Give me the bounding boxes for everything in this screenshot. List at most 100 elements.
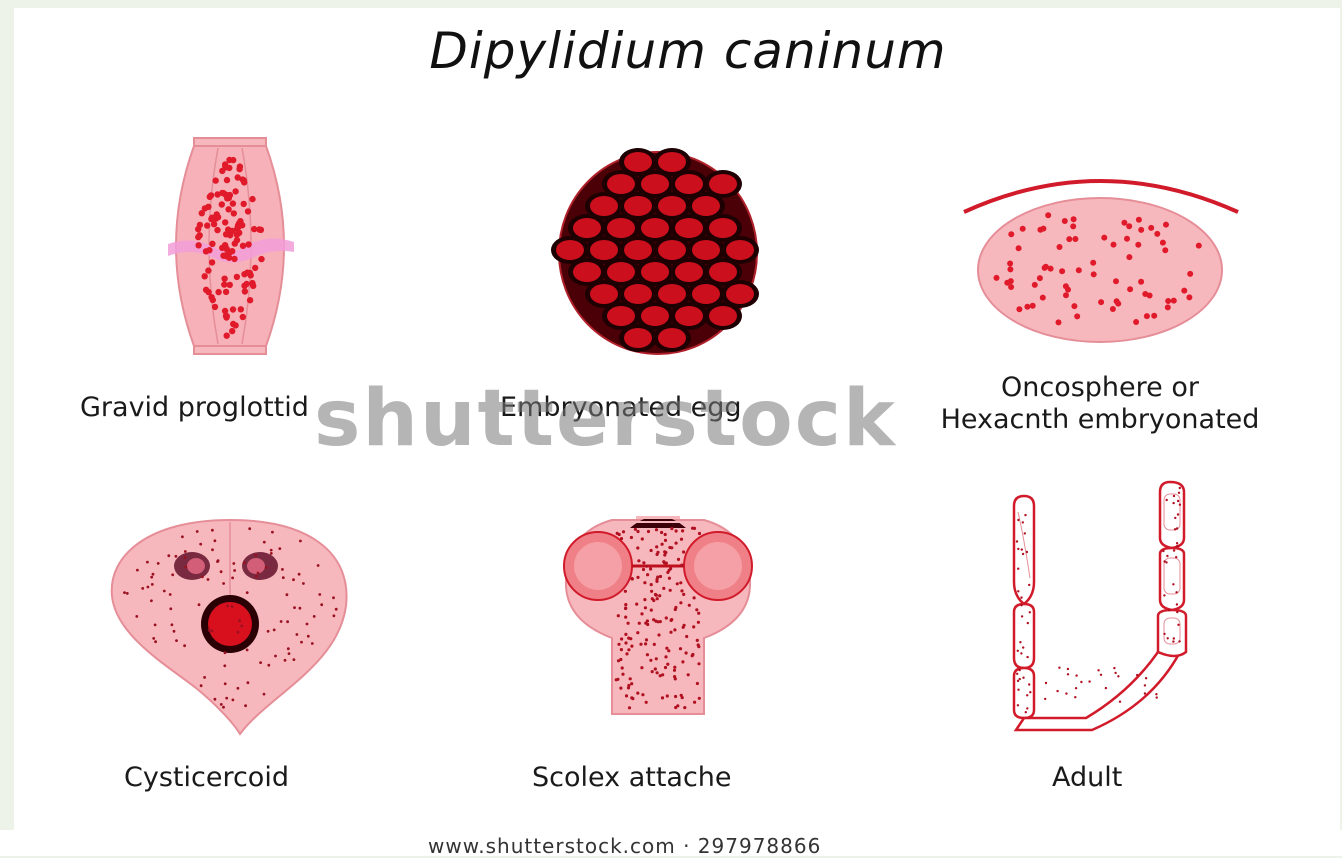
egg-cell-core <box>658 196 686 216</box>
scolex-dot <box>669 631 672 634</box>
adult-dot <box>1088 680 1090 682</box>
scolex-dot <box>665 616 668 619</box>
cysticercoid-dot <box>237 687 240 690</box>
scolex-dot <box>658 594 661 597</box>
oncosphere-dot <box>1016 245 1022 251</box>
adult-dot <box>1017 519 1019 521</box>
adult-dot <box>1119 701 1121 703</box>
scolex-dot <box>627 686 630 689</box>
cysticercoid-dot <box>293 606 296 609</box>
scolex-dot <box>682 550 685 553</box>
scolex-dot <box>631 577 634 580</box>
oncosphere-dot <box>1030 303 1036 309</box>
cysticercoid-dot <box>246 649 249 652</box>
oncosphere-dot <box>1171 298 1177 304</box>
adult-dot <box>1113 667 1115 669</box>
adult-dot <box>1172 583 1174 585</box>
scolex-dot <box>645 565 648 568</box>
scolex-dot <box>673 669 676 672</box>
oncosphere-dot <box>1138 279 1144 285</box>
scolex-dot <box>697 621 700 624</box>
scolex-dot <box>692 625 695 628</box>
gravid-dot <box>230 157 236 163</box>
scolex-dot <box>664 533 667 536</box>
adult-dot <box>1024 532 1026 534</box>
adult-dot <box>1173 637 1175 639</box>
egg-cell-core <box>641 174 669 194</box>
gravid-dot <box>238 306 244 312</box>
gravid-dot <box>249 196 255 202</box>
gravid-dot <box>224 246 230 252</box>
gravid-dot <box>209 259 215 265</box>
adult-dot <box>1065 692 1067 694</box>
adult-dot <box>1027 622 1029 624</box>
cysticercoid-dot <box>214 698 217 701</box>
cysticercoid-dot <box>267 664 270 667</box>
cysticercoid-dot <box>196 530 199 533</box>
egg-cell-core <box>675 174 703 194</box>
scolex-dot <box>693 596 696 599</box>
cysticercoid-dot <box>299 540 302 543</box>
cysticercoid-dot <box>150 599 153 602</box>
scolex-dot <box>624 616 627 619</box>
gravid-dot <box>219 201 225 207</box>
egg-cell-core <box>726 284 754 304</box>
gravid-dot <box>225 206 231 212</box>
cysticercoid-dot <box>281 568 284 571</box>
adult-dot <box>1026 551 1028 553</box>
scolex-dot <box>617 614 620 617</box>
scolex-dot <box>691 654 694 657</box>
adult-dot <box>1162 550 1164 552</box>
cysticercoid-dot <box>225 697 228 700</box>
gravid-dot <box>212 304 218 310</box>
adult-dot <box>1058 667 1060 669</box>
adult-dot <box>1166 555 1168 557</box>
scolex-dot <box>663 553 666 556</box>
cysticercoid-dot <box>173 630 176 633</box>
adult-dot <box>1144 684 1146 686</box>
cysticercoid-dot <box>317 564 320 567</box>
adult-dot <box>1026 707 1028 709</box>
gravid-dot <box>258 256 264 262</box>
scolex-dot <box>630 696 633 699</box>
oncosphere-dot <box>1151 313 1157 319</box>
scolex-dot <box>673 666 676 669</box>
cysticercoid-dot <box>211 548 214 551</box>
adult-dot <box>1016 540 1018 542</box>
oncosphere-dot <box>1062 218 1068 224</box>
adult-dot <box>1022 553 1024 555</box>
scolex-dot <box>636 692 639 695</box>
scolex-dot <box>664 666 667 669</box>
adult-dot <box>1020 596 1022 598</box>
scolex-dot <box>659 575 662 578</box>
cysticercoid-dot <box>299 607 302 610</box>
cysticercoid-dot <box>167 554 170 557</box>
cysticercoid-dot <box>169 593 172 596</box>
adult-dot <box>1028 584 1030 586</box>
label-oncosphere-line2: Hexacnth embryonated <box>895 404 1305 436</box>
scolex-dot <box>679 581 682 584</box>
cysticercoid-dot <box>278 547 281 550</box>
adult-dot <box>1024 514 1026 516</box>
scolex-dot <box>680 589 683 592</box>
egg-cell-core <box>624 152 652 172</box>
gravid-dot <box>241 179 247 185</box>
cysticercoid-dot <box>333 614 336 617</box>
scolex-dot <box>675 542 678 545</box>
scolex-dot <box>645 701 648 704</box>
adult-dot <box>1045 682 1047 684</box>
adult-dot <box>1022 646 1024 648</box>
scolex-dot <box>646 623 649 626</box>
scolex-dot <box>620 637 623 640</box>
scolex-dot <box>650 583 653 586</box>
adult-dot <box>1145 677 1147 679</box>
gravid-dot <box>229 328 235 334</box>
scolex-dot <box>652 599 655 602</box>
cysticercoid-dot <box>232 562 235 565</box>
egg-cell-core <box>692 284 720 304</box>
cysticercoid-dot <box>263 541 266 544</box>
egg-cell-core <box>607 218 635 238</box>
gravid-dot <box>252 265 258 271</box>
cysticercoid-dot <box>147 586 150 589</box>
cysticercoid-dot <box>216 560 219 563</box>
